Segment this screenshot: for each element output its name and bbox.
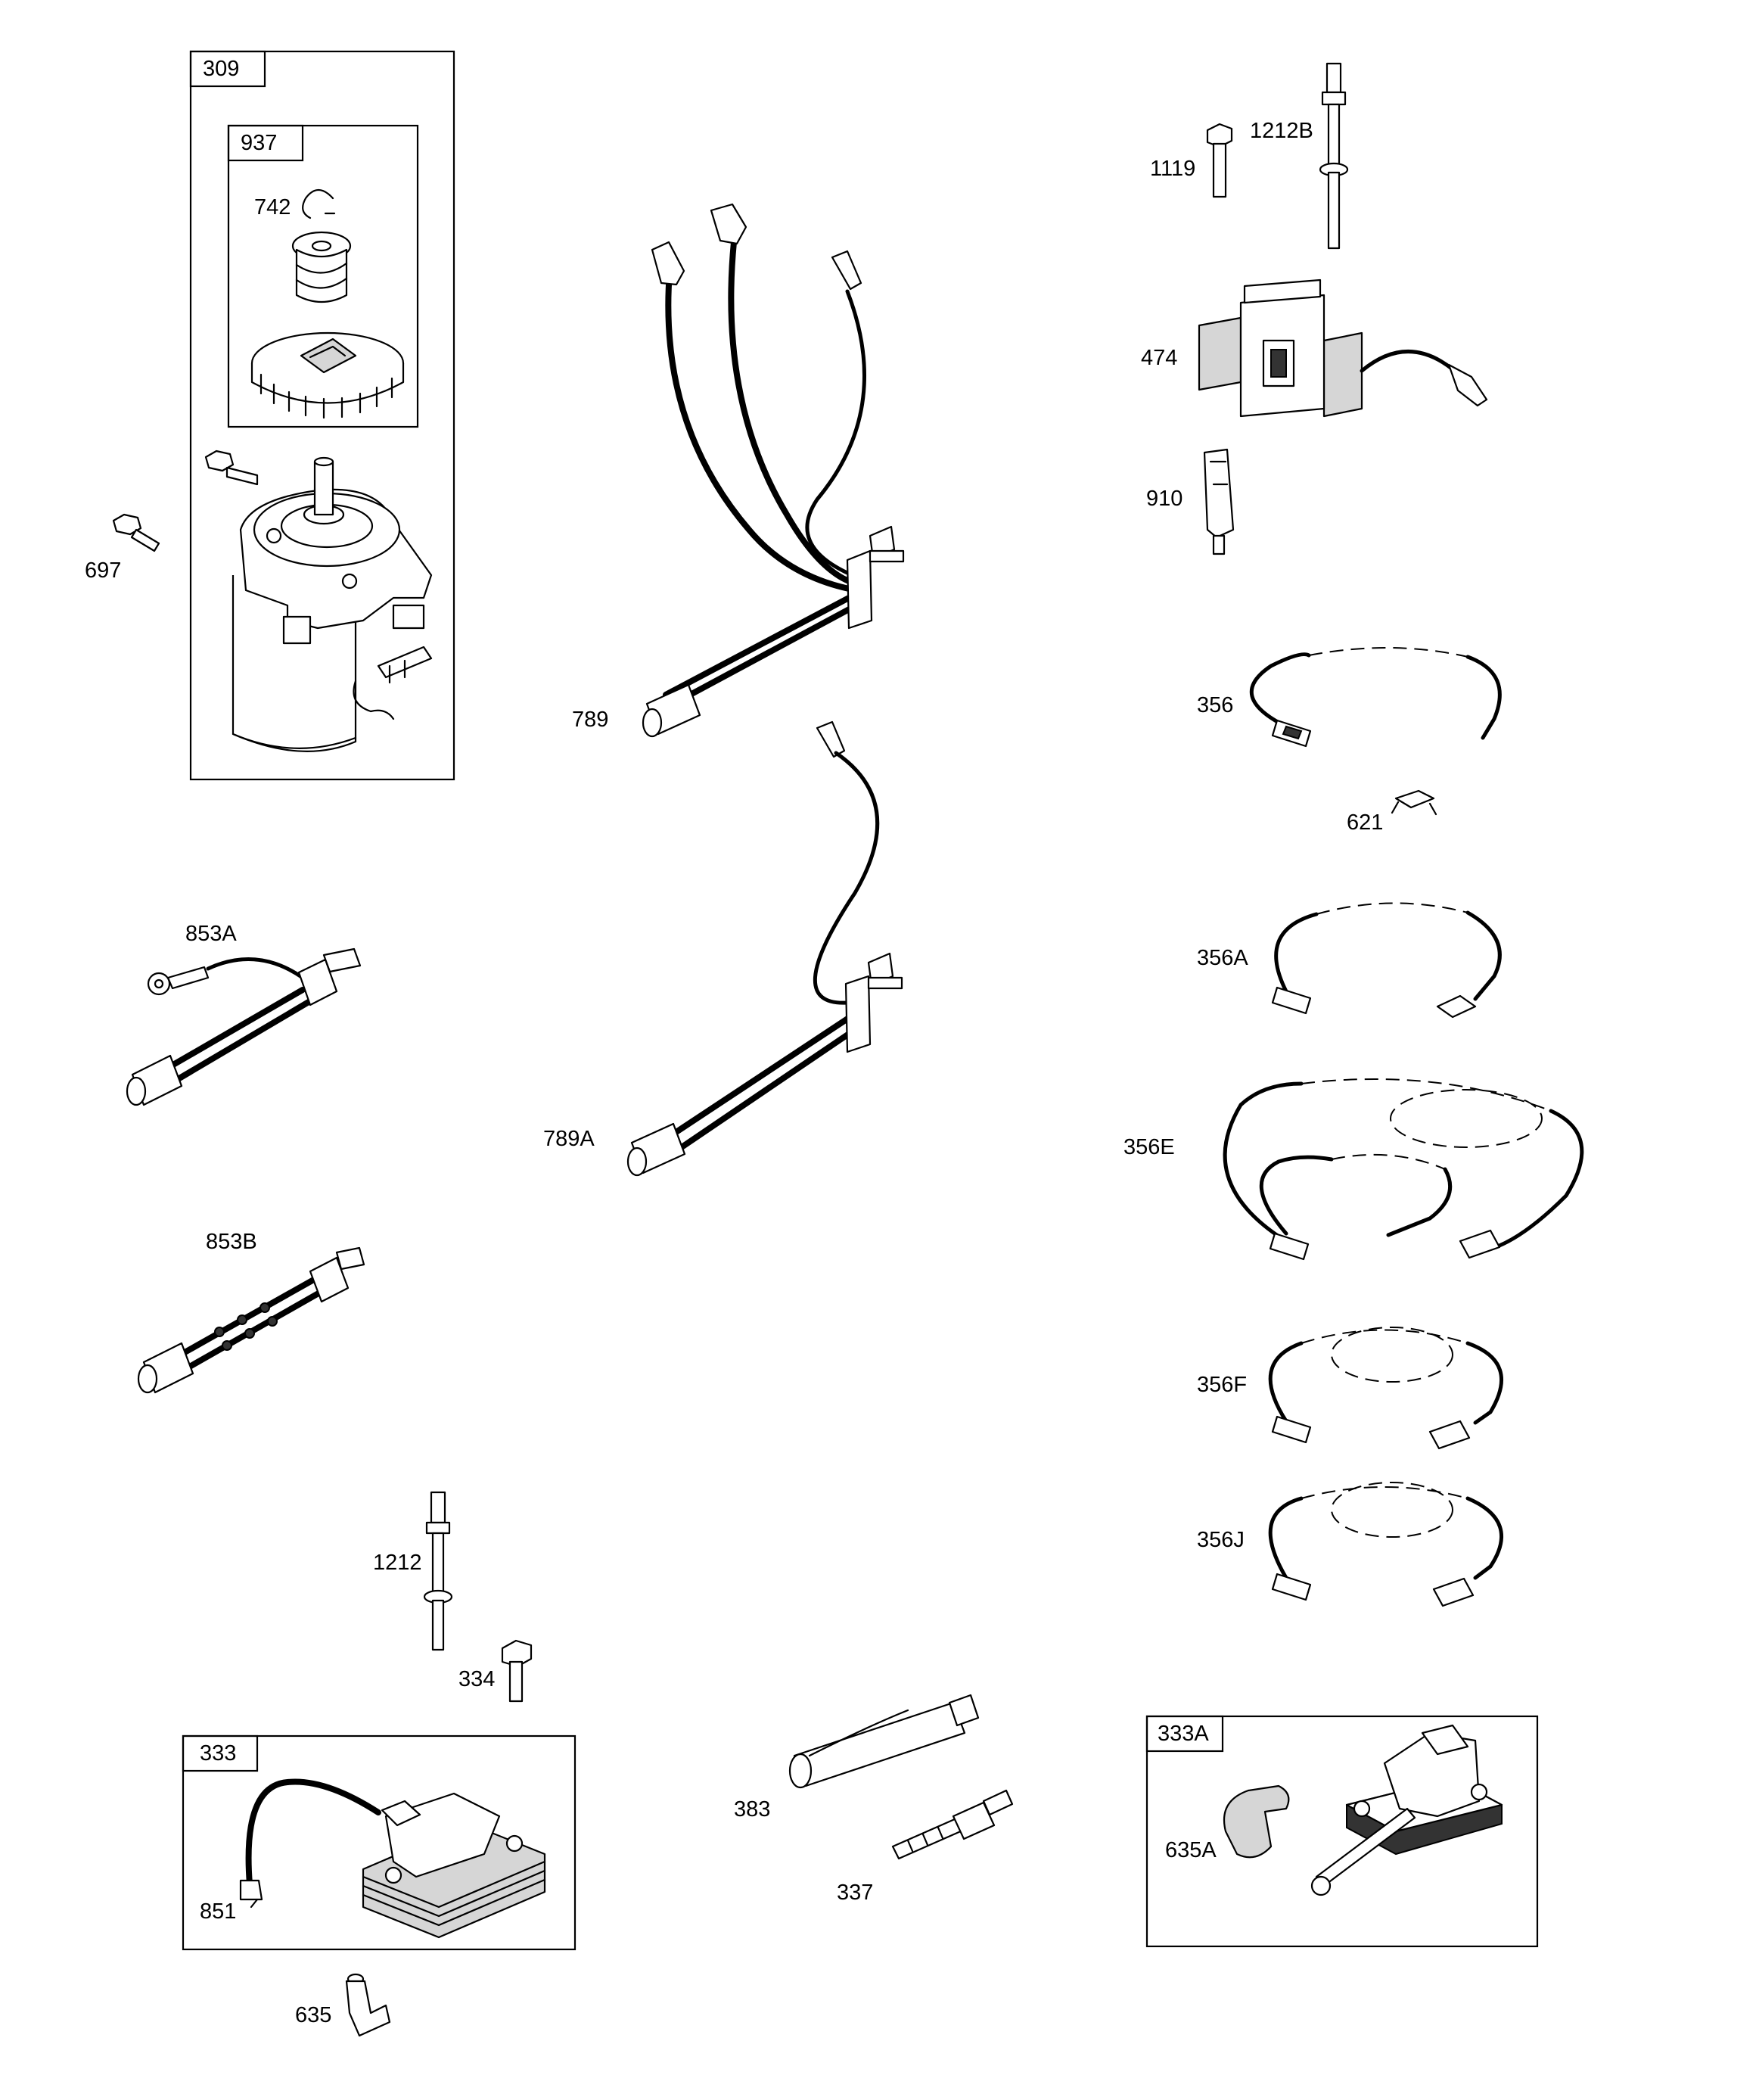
- callout-635A: 635A: [1165, 1838, 1217, 1862]
- motor-body: [232, 456, 433, 752]
- callout-1212: 1212: [373, 1551, 422, 1575]
- armature-474: [1198, 278, 1488, 418]
- screw-334: [501, 1639, 533, 1703]
- stud-1212B: [1319, 62, 1349, 250]
- box-333: [182, 1734, 576, 1951]
- callout-851: 851: [200, 1899, 236, 1924]
- tag-333: [182, 1734, 259, 1772]
- callout-1119: 1119: [1150, 157, 1195, 181]
- callout-333A: 333A: [1158, 1722, 1209, 1746]
- pinion-spring: [291, 231, 352, 303]
- callout-356: 356: [1197, 693, 1233, 717]
- wire-356E: [1223, 1078, 1584, 1261]
- ignition-coil-group: 333 851: [182, 1734, 576, 1951]
- starter-motor-group: 309 937 742: [189, 50, 455, 781]
- spark-tester-383: [788, 1694, 980, 1789]
- callout-383: 383: [734, 1797, 770, 1822]
- wire-harness-789A: [626, 720, 903, 1177]
- screw-upper: [204, 450, 259, 486]
- wire-356: [1249, 646, 1502, 748]
- callout-356J: 356J: [1197, 1528, 1245, 1552]
- tag-309: [189, 50, 266, 88]
- tag-333A: [1145, 1715, 1224, 1753]
- pinion-gear: [250, 331, 405, 419]
- callout-1212B: 1212B: [1250, 119, 1313, 143]
- callout-910: 910: [1146, 487, 1183, 511]
- ignition-coil-333A-group: 333A 635A: [1145, 1715, 1539, 1948]
- box-309: [189, 50, 455, 781]
- callout-474: 474: [1141, 346, 1177, 370]
- clip-621: [1391, 789, 1437, 816]
- callout-853B: 853B: [206, 1230, 257, 1254]
- callout-337: 337: [837, 1881, 873, 1905]
- callout-621: 621: [1347, 810, 1383, 835]
- spark-boot-635: [345, 1973, 391, 2037]
- callout-742: 742: [254, 195, 291, 219]
- tag-937: [227, 124, 304, 162]
- callout-697: 697: [85, 558, 121, 583]
- spark-plug-337: [891, 1789, 1014, 1860]
- callout-309: 309: [203, 57, 239, 81]
- callout-334: 334: [458, 1667, 495, 1691]
- callout-356E: 356E: [1123, 1135, 1175, 1159]
- stud-1212: [423, 1491, 453, 1651]
- wire-356F: [1268, 1327, 1503, 1450]
- callout-937: 937: [241, 131, 277, 155]
- callout-789A: 789A: [543, 1127, 595, 1151]
- callout-853A: 853A: [185, 922, 237, 946]
- wire-356J: [1268, 1482, 1503, 1607]
- screw-697: [112, 513, 160, 552]
- e-clip-742: [302, 188, 336, 219]
- callout-333: 333: [200, 1741, 236, 1766]
- wire-853B: [137, 1246, 365, 1394]
- callout-635: 635: [295, 2003, 331, 2027]
- box-333A: [1145, 1715, 1539, 1948]
- callout-789: 789: [572, 708, 608, 732]
- wire-356A: [1271, 902, 1502, 1019]
- callout-356A: 356A: [1197, 946, 1248, 970]
- nut-910: [1203, 448, 1235, 555]
- wire-harness-789: [642, 203, 905, 738]
- callout-356F: 356F: [1197, 1373, 1247, 1397]
- box-937: [227, 124, 419, 428]
- screw-1119: [1206, 123, 1233, 198]
- ground-wire-853A: [126, 947, 362, 1106]
